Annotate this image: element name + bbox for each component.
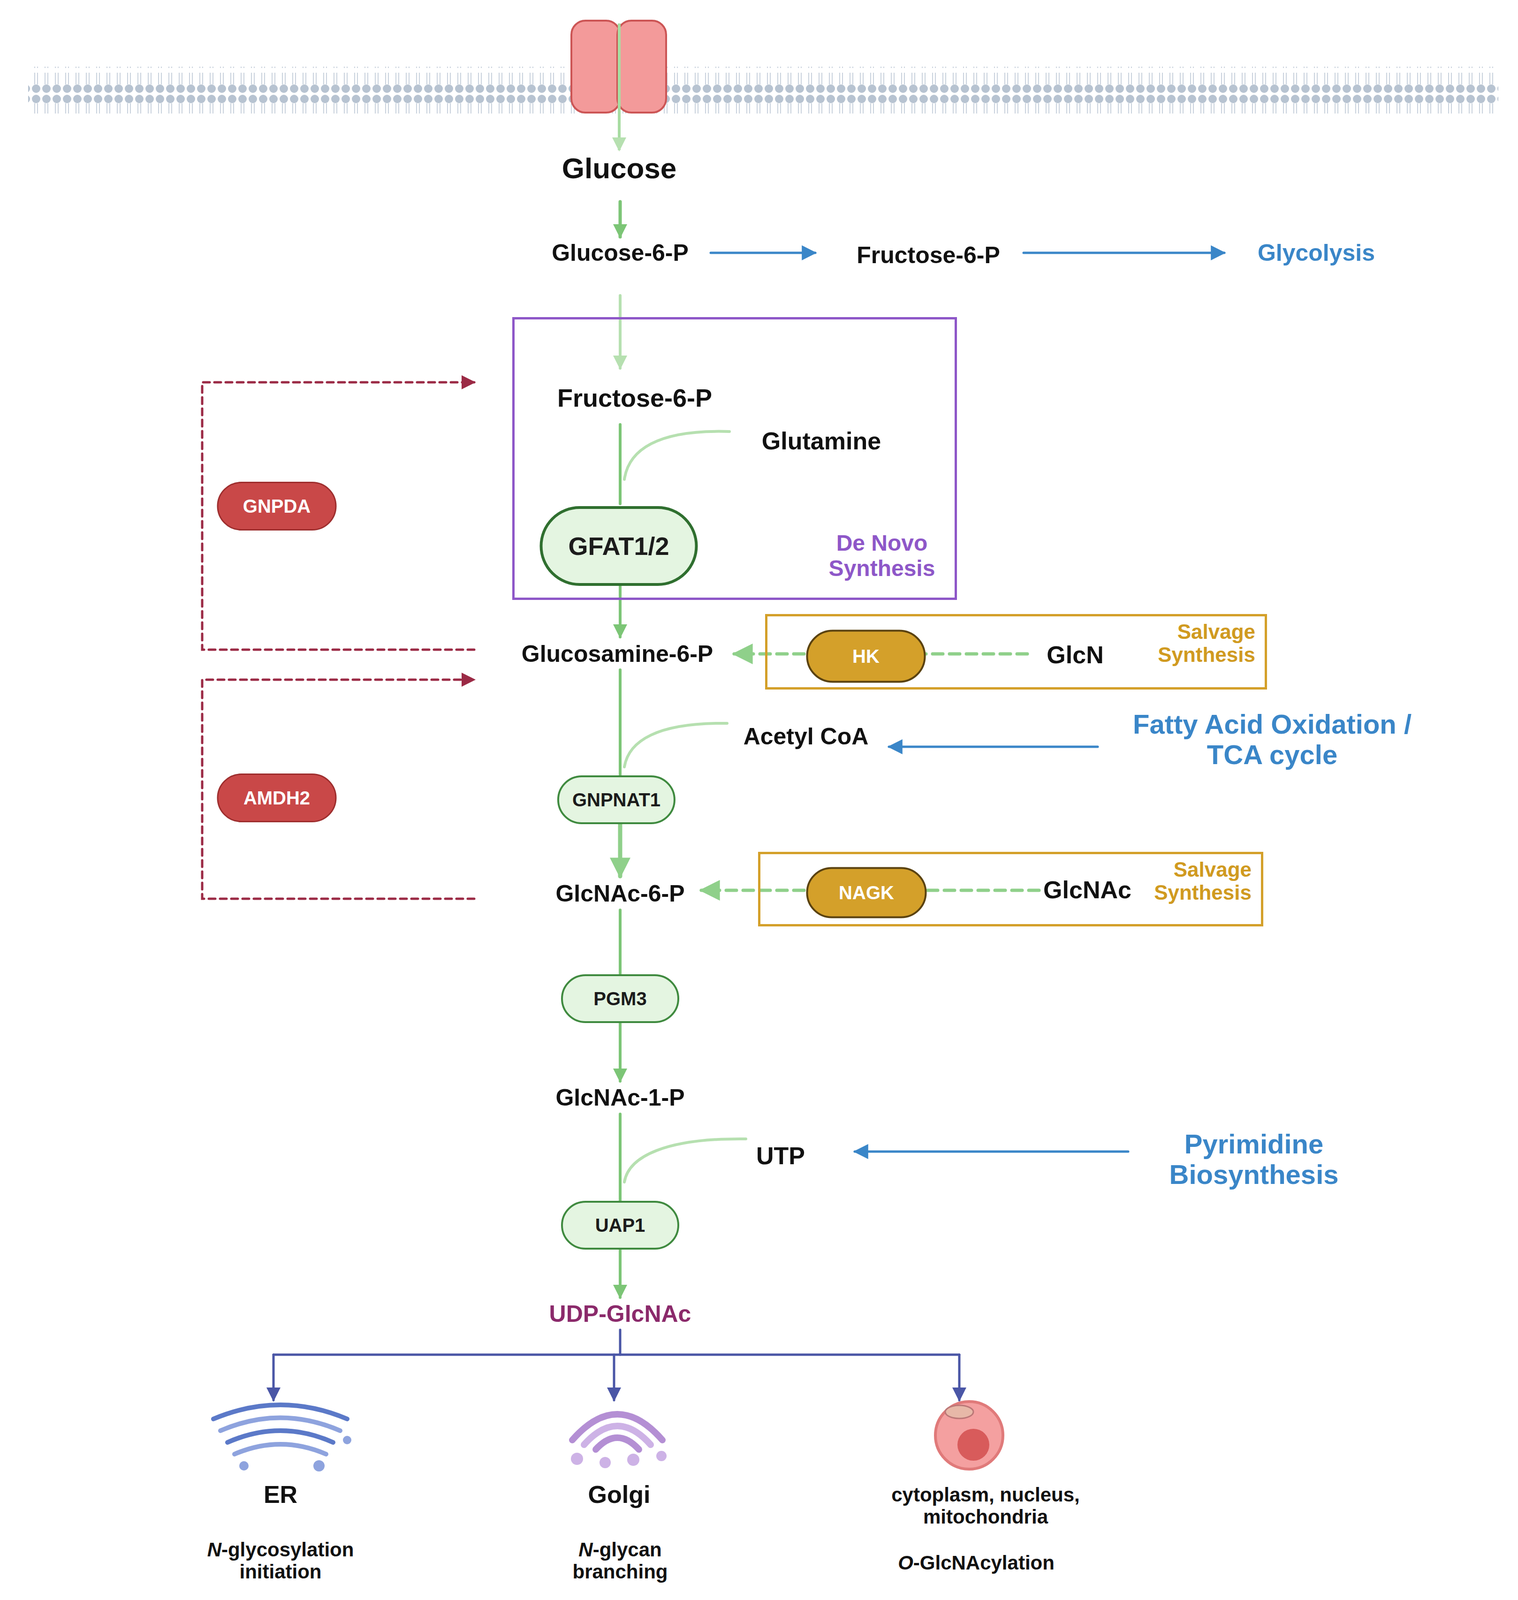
organelle-name: Golgi	[588, 1480, 651, 1509]
metabolite: UDP-GlcNAc	[549, 1300, 692, 1328]
enzyme-pill: AMDH2	[217, 773, 337, 823]
metabolite: GlcNAc-1-P	[555, 1084, 685, 1111]
pathway-name: Pyrimidine Biosynthesis	[1146, 1129, 1362, 1191]
golgi-icon	[570, 1414, 667, 1469]
organelle-name: ER	[263, 1480, 298, 1509]
metabolite: Glutamine	[761, 427, 881, 455]
enzyme-pill: HK	[806, 629, 926, 684]
metabolite: Glucose-6-P	[551, 239, 689, 266]
enzyme-name: AMDH2	[243, 787, 311, 809]
enzyme-name: GFAT1/2	[568, 531, 669, 561]
metabolite: GlcN	[1046, 641, 1104, 669]
metabolite: GlcNAc-6-P	[555, 880, 685, 907]
cell-icon	[935, 1401, 1003, 1470]
metabolite: Fructose-6-P	[557, 383, 713, 412]
enzyme-name: PGM3	[593, 988, 647, 1010]
enzyme-pill: PGM3	[561, 974, 680, 1024]
enzyme-name: UAP1	[595, 1214, 646, 1237]
er-icon	[213, 1404, 352, 1472]
region-title: Salvage Synthesis	[1133, 620, 1256, 667]
enzyme-name: NAGK	[838, 882, 895, 904]
metabolite: UTP	[756, 1142, 805, 1170]
metabolite: GlcNAc	[1043, 876, 1132, 904]
enzyme-pill: GFAT1/2	[539, 506, 699, 586]
enzyme-pill: NAGK	[806, 867, 927, 919]
metabolite: Glucosamine-6-P	[521, 640, 714, 668]
salvage-region: Salvage SynthesisHK	[765, 614, 1268, 690]
process-name: N-glycan branching	[559, 1538, 682, 1583]
region-title: De Novo Synthesis	[813, 530, 950, 582]
pathway-name: Glycolysis	[1257, 239, 1375, 266]
pathway-name: Fatty Acid Oxidation / TCA cycle	[1108, 709, 1437, 771]
membrane	[28, 66, 1499, 114]
enzyme-name: GNPNAT1	[572, 789, 661, 811]
enzyme-pill: GNPDA	[217, 481, 337, 531]
metabolite: Fructose-6-P	[856, 242, 1001, 269]
region-title: Salvage Synthesis	[1129, 857, 1252, 905]
pathway-lines	[202, 201, 1225, 1401]
salvage-region: Salvage SynthesisNAGK	[758, 851, 1264, 927]
enzyme-name: HK	[852, 645, 880, 668]
enzyme-pill: UAP1	[561, 1200, 680, 1250]
enzyme-pill: GNPNAT1	[557, 775, 676, 825]
location-name: cytoplasm, nucleus, mitochondria	[875, 1483, 1096, 1528]
enzyme-name: GNPDA	[242, 495, 311, 517]
metabolite: Glucose	[561, 151, 677, 185]
glucose-transporter	[571, 20, 667, 151]
metabolite: Acetyl CoA	[743, 723, 869, 750]
process-name: O-GlcNAcylation	[897, 1551, 1055, 1574]
process-name: N-glycosylation initiation	[189, 1538, 372, 1583]
de-novo-region: De Novo Synthesis GFAT1/2	[512, 317, 957, 600]
